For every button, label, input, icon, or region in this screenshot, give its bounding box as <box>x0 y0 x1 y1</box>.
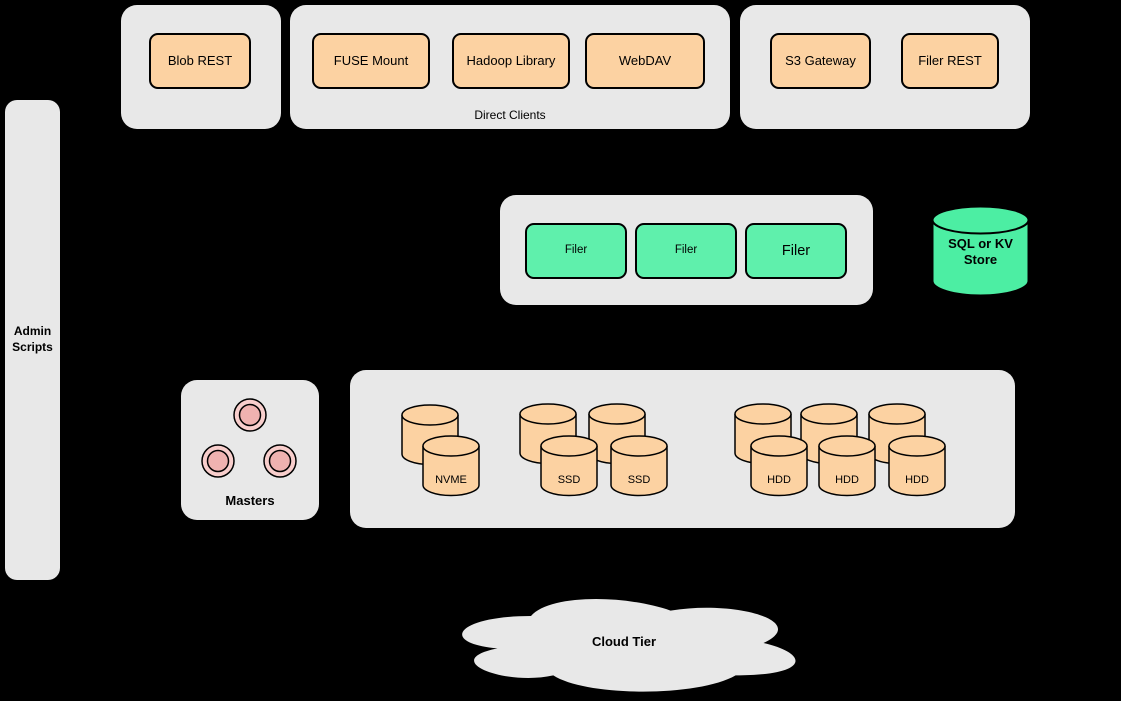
admin-scripts-label: Admin Scripts <box>12 324 53 354</box>
node-filer-3: Filer <box>745 223 847 279</box>
node-sql-kv-store: SQL or KV Store <box>931 205 1030 297</box>
master-node-icon <box>232 397 268 433</box>
cylinder-icon <box>750 435 808 497</box>
cylinder-icon <box>540 435 598 497</box>
volume-servers-group: NVME SSD SSD <box>350 370 1015 528</box>
cylinder-icon <box>888 435 946 497</box>
double-circle-icon <box>201 444 235 478</box>
node-s3-gateway: S3 Gateway <box>770 33 871 89</box>
disk-label: SSD <box>627 474 651 486</box>
node-fuse-mount: FUSE Mount <box>312 33 430 89</box>
double-circle-icon <box>233 398 267 432</box>
disk-nvme: NVME <box>422 435 480 497</box>
double-circle-icon <box>263 444 297 478</box>
blob-client-group: Blob REST <box>121 5 281 129</box>
disk-label: NVME <box>435 474 467 486</box>
disk-label: HDD <box>835 474 859 486</box>
direct-clients-group: FUSE Mount Hadoop Library WebDAV Direct … <box>290 5 730 129</box>
direct-clients-label: Direct Clients <box>474 108 546 122</box>
cloud-icon <box>462 599 796 692</box>
cylinder-icon <box>422 435 480 497</box>
master-node-icon <box>262 443 298 479</box>
masters-label: Masters <box>225 493 275 508</box>
disk-label: HDD <box>767 474 791 486</box>
disk-hdd-2: HDD <box>818 435 876 497</box>
disk-ssd-1: SSD <box>540 435 598 497</box>
node-filer-1: Filer <box>525 223 627 279</box>
disk-hdd-1: HDD <box>750 435 808 497</box>
admin-scripts-bar: Admin Scripts <box>5 100 60 580</box>
node-filer-rest: Filer REST <box>901 33 999 89</box>
node-hadoop-library: Hadoop Library <box>452 33 570 89</box>
disk-label: SSD <box>557 474 581 486</box>
cylinder-icon <box>610 435 668 497</box>
node-webdav: WebDAV <box>585 33 705 89</box>
database-cylinder-icon <box>931 205 1030 297</box>
master-node-icon <box>200 443 236 479</box>
disk-ssd-2: SSD <box>610 435 668 497</box>
cylinder-icon <box>818 435 876 497</box>
sql-kv-store-label: SQL or KV Store <box>948 236 1013 268</box>
disk-label: HDD <box>905 474 929 486</box>
filer-group: Filer Filer Filer <box>500 195 873 305</box>
masters-group: Masters <box>181 380 319 520</box>
node-blob-rest: Blob REST <box>149 33 251 89</box>
gateway-group: S3 Gateway Filer REST <box>740 5 1030 129</box>
disk-hdd-3: HDD <box>888 435 946 497</box>
cloud-tier: Cloud Tier <box>438 589 810 697</box>
node-filer-2: Filer <box>635 223 737 279</box>
cloud-tier-label: Cloud Tier <box>591 634 657 649</box>
